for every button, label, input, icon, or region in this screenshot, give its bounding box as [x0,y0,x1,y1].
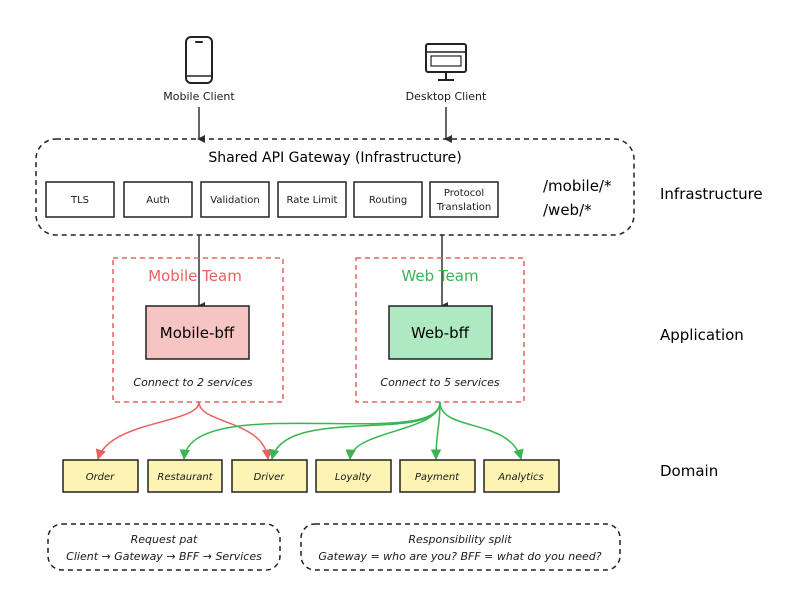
responsibility-split-note: Responsibility split Gateway = who are y… [300,523,621,571]
gateway-module-rate-limit: Rate Limit [277,181,347,218]
svg-text:Order: Order [86,472,115,483]
service-driver: Driver [231,459,308,493]
mobile-bff-to-order [95,401,200,461]
mobile-bff-label: Mobile-bff [160,324,235,342]
gateway-module-tls: TLS [45,181,115,218]
service-loyalty: Loyalty [315,459,392,493]
gateway-module-routing: Routing [353,181,423,218]
gateway-title: Shared API Gateway (Infrastructure) [208,150,461,166]
web-bff-to-restaurant [179,401,441,461]
mobile-client-label: Mobile Client [163,90,235,103]
svg-text:Protocol: Protocol [444,188,484,199]
layer-domain: Domain [660,462,718,480]
gateway-module-validation: Validation [200,181,270,218]
svg-text:Restaurant: Restaurant [157,472,213,483]
responsibility-note-title: Responsibility split [408,533,512,546]
web-bff-to-analytics [439,401,524,461]
web-bff-to-payment [430,401,442,461]
web-bff-label: Web-bff [411,324,470,342]
svg-text:Loyalty: Loyalty [335,472,372,483]
mobile-team-container [112,257,284,403]
mobile-bff-to-driver [198,401,273,461]
svg-text:Auth: Auth [146,195,169,206]
svg-text:Validation: Validation [210,195,259,206]
layer-infrastructure: Infrastructure [660,185,763,203]
web-team-label: Web Team [401,267,478,285]
svg-text:Analytics: Analytics [497,472,543,483]
responsibility-note-body: Gateway = who are you? BFF = what do you… [318,550,601,563]
service-payment: Payment [399,459,476,493]
svg-text:Payment: Payment [415,472,460,483]
service-restaurant: Restaurant [147,459,223,493]
request-note-body: Client → Gateway → BFF → Services [66,550,262,563]
web-team-note: Connect to 5 services [380,376,499,389]
svg-text:Routing: Routing [369,195,407,206]
web-bff-to-loyalty [345,401,441,461]
svg-text:Rate Limit: Rate Limit [287,195,338,206]
request-path-note: Request pat Client → Gateway → BFF → Ser… [47,523,281,571]
desktop-monitor-icon [425,43,467,81]
gateway-module-protocol-translation: Protocol Translation [429,181,499,218]
api-gateway-container [35,138,635,236]
gateway-module-auth: Auth [123,181,193,218]
svg-text:Driver: Driver [254,472,286,483]
request-note-title: Request pat [131,533,198,546]
mobile-bff-box [145,305,250,360]
mobile-team-label: Mobile Team [148,267,242,285]
mobile-team-note: Connect to 2 services [133,376,252,389]
layer-application: Application [660,326,744,344]
desktop-client-label: Desktop Client [406,90,487,103]
route-mobile: /mobile/* [543,177,612,195]
mobile-phone-icon [185,36,213,84]
route-web: /web/* [543,201,592,219]
service-order: Order [62,459,139,493]
svg-text:TLS: TLS [70,195,89,206]
svg-text:Translation: Translation [436,202,492,213]
service-analytics: Analytics [483,459,560,493]
web-bff-box [388,305,493,360]
web-bff-to-driver [268,401,441,461]
